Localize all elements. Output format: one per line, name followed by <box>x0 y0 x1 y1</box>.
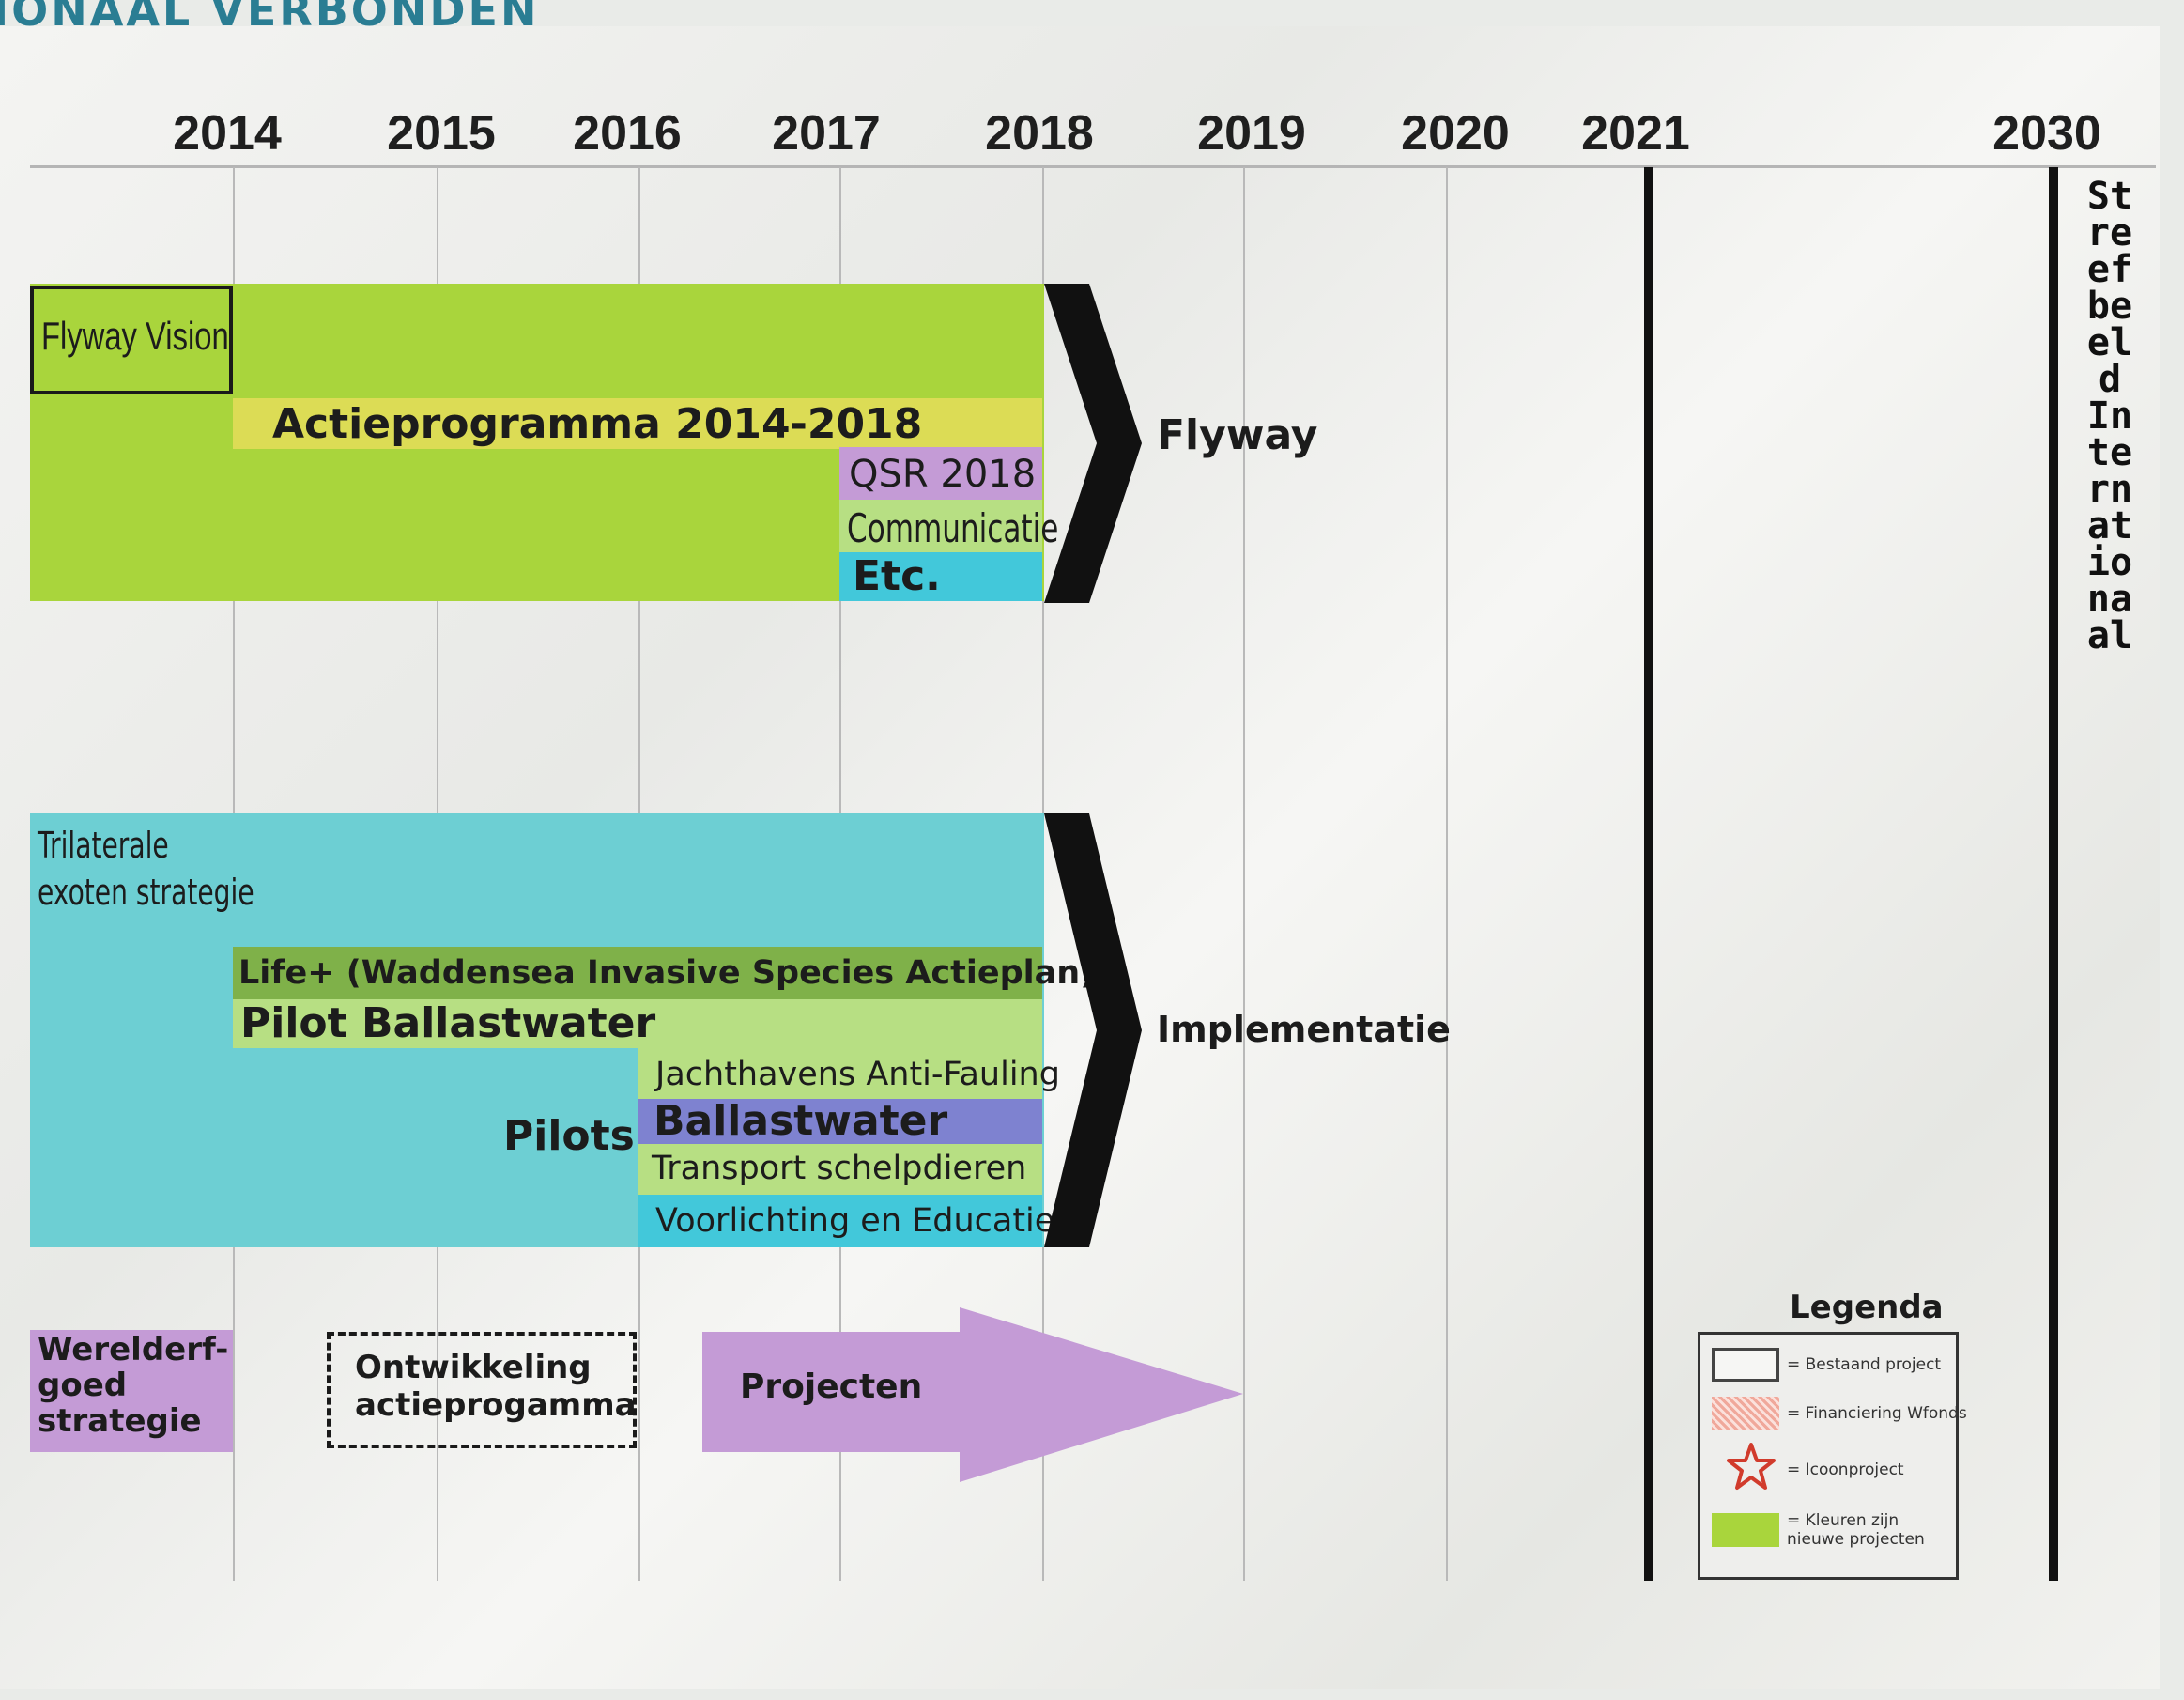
legend-swatch-funding <box>1712 1397 1779 1430</box>
etc-label: Etc. <box>853 552 941 600</box>
milestone-line-2030 <box>2049 167 2058 1581</box>
year-2014-label: 2014 <box>173 106 282 161</box>
year-2018-label: 2018 <box>985 106 1094 161</box>
flyway-result-label: Flyway <box>1157 411 1318 459</box>
flyway-vision-label: Flyway Vision <box>41 314 229 358</box>
implementatie-chevron <box>1044 813 1142 1247</box>
year-2020-label: 2020 <box>1401 106 1510 161</box>
year-2015-label: 2015 <box>387 106 496 161</box>
werelderfgoed-block: Werelderf- goed strategie <box>30 1330 233 1452</box>
year-2019-label: 2019 <box>1197 106 1306 161</box>
communicatie-label: Communicatie <box>847 505 1059 551</box>
legend-title: Legenda <box>1790 1289 1944 1326</box>
transport-bar: Transport schelpdieren <box>638 1144 1042 1195</box>
year-2016-label: 2016 <box>573 106 682 161</box>
transport-label: Transport schelpdieren <box>652 1150 1027 1187</box>
milestone-line-2021 <box>1644 167 1653 1581</box>
projecten-arrow <box>702 1307 1243 1482</box>
life-bar: Life+ (Waddensea Invasive Species Actiep… <box>233 947 1095 999</box>
legend-swatch-existing <box>1712 1348 1779 1382</box>
legend-item-icon: = Icoonproject <box>1787 1460 1904 1479</box>
year-2021-label: 2021 <box>1581 106 1690 161</box>
werelderfgoed-line3: strategie <box>38 1402 202 1440</box>
ballastwater-bar: Ballastwater <box>638 1097 1042 1145</box>
projecten-label: Projecten <box>740 1368 923 1406</box>
etc-bar: Etc. <box>839 552 1042 601</box>
exoten-title-line2: exoten strategie <box>38 872 254 913</box>
qsr-bar: QSR 2018 <box>839 447 1042 500</box>
jachthavens-label: Jachthavens Anti-Fauling <box>655 1056 1060 1093</box>
actieprogramma-label: Actieprogramma 2014-2018 <box>272 400 923 448</box>
year-2030-label: 2030 <box>1992 106 2101 161</box>
life-label: Life+ (Waddensea Invasive Species Actiep… <box>238 954 1096 992</box>
implementatie-result-label: Implementatie <box>1157 1009 1451 1050</box>
ontwikkeling-box: Ontwikkeling actieprogamma <box>327 1332 637 1448</box>
voorlichting-bar: Voorlichting en Educatie <box>638 1195 1054 1247</box>
qsr-label: QSR 2018 <box>849 453 1037 496</box>
legend-item-funding: = Financiering Wfonds <box>1787 1404 1967 1423</box>
jachthavens-bar: Jachthavens Anti-Fauling <box>638 1048 1060 1099</box>
voorlichting-label: Voorlichting en Educatie <box>655 1202 1055 1240</box>
gridline-2019 <box>1243 167 1245 1581</box>
flyway-chevron <box>1044 284 1142 603</box>
legend-swatch-new <box>1712 1513 1779 1547</box>
ontwikkeling-line1: Ontwikkeling <box>355 1349 592 1386</box>
year-2017-label: 2017 <box>772 106 881 161</box>
gridline-2020 <box>1446 167 1448 1581</box>
flyway-vision-box: Flyway Vision <box>30 286 233 394</box>
actieprogramma-bar: Actieprogramma 2014-2018 <box>233 398 1042 449</box>
communicatie-bar: Communicatie <box>839 500 1058 552</box>
pilot-ballastwater-label: Pilot Ballastwater <box>240 999 656 1047</box>
ontwikkeling-line2: actieprogamma <box>355 1386 637 1424</box>
legend-box: = Bestaand project = Financiering Wfonds… <box>1698 1332 1967 1580</box>
exoten-title-line1: Trilaterale <box>38 825 169 866</box>
werelderfgoed-line2: goed <box>38 1367 128 1404</box>
pilot-ballastwater-bar: Pilot Ballastwater <box>233 999 1042 1048</box>
timeline-axis <box>30 165 2156 168</box>
streefbeeld-internationaal-label: Streefbeeld Internationaal <box>2086 175 2133 657</box>
star-icon <box>1727 1443 1776 1490</box>
legend-item-existing: = Bestaand project <box>1787 1355 1942 1374</box>
page-header-title: IONAAL VERBONDEN <box>0 0 540 36</box>
werelderfgoed-line1: Werelderf- <box>38 1331 229 1368</box>
legend-item-new: = Kleuren zijn nieuwe projecten <box>1787 1511 1925 1549</box>
pilots-label: Pilots <box>503 1112 635 1160</box>
ballastwater-label: Ballastwater <box>654 1097 948 1145</box>
